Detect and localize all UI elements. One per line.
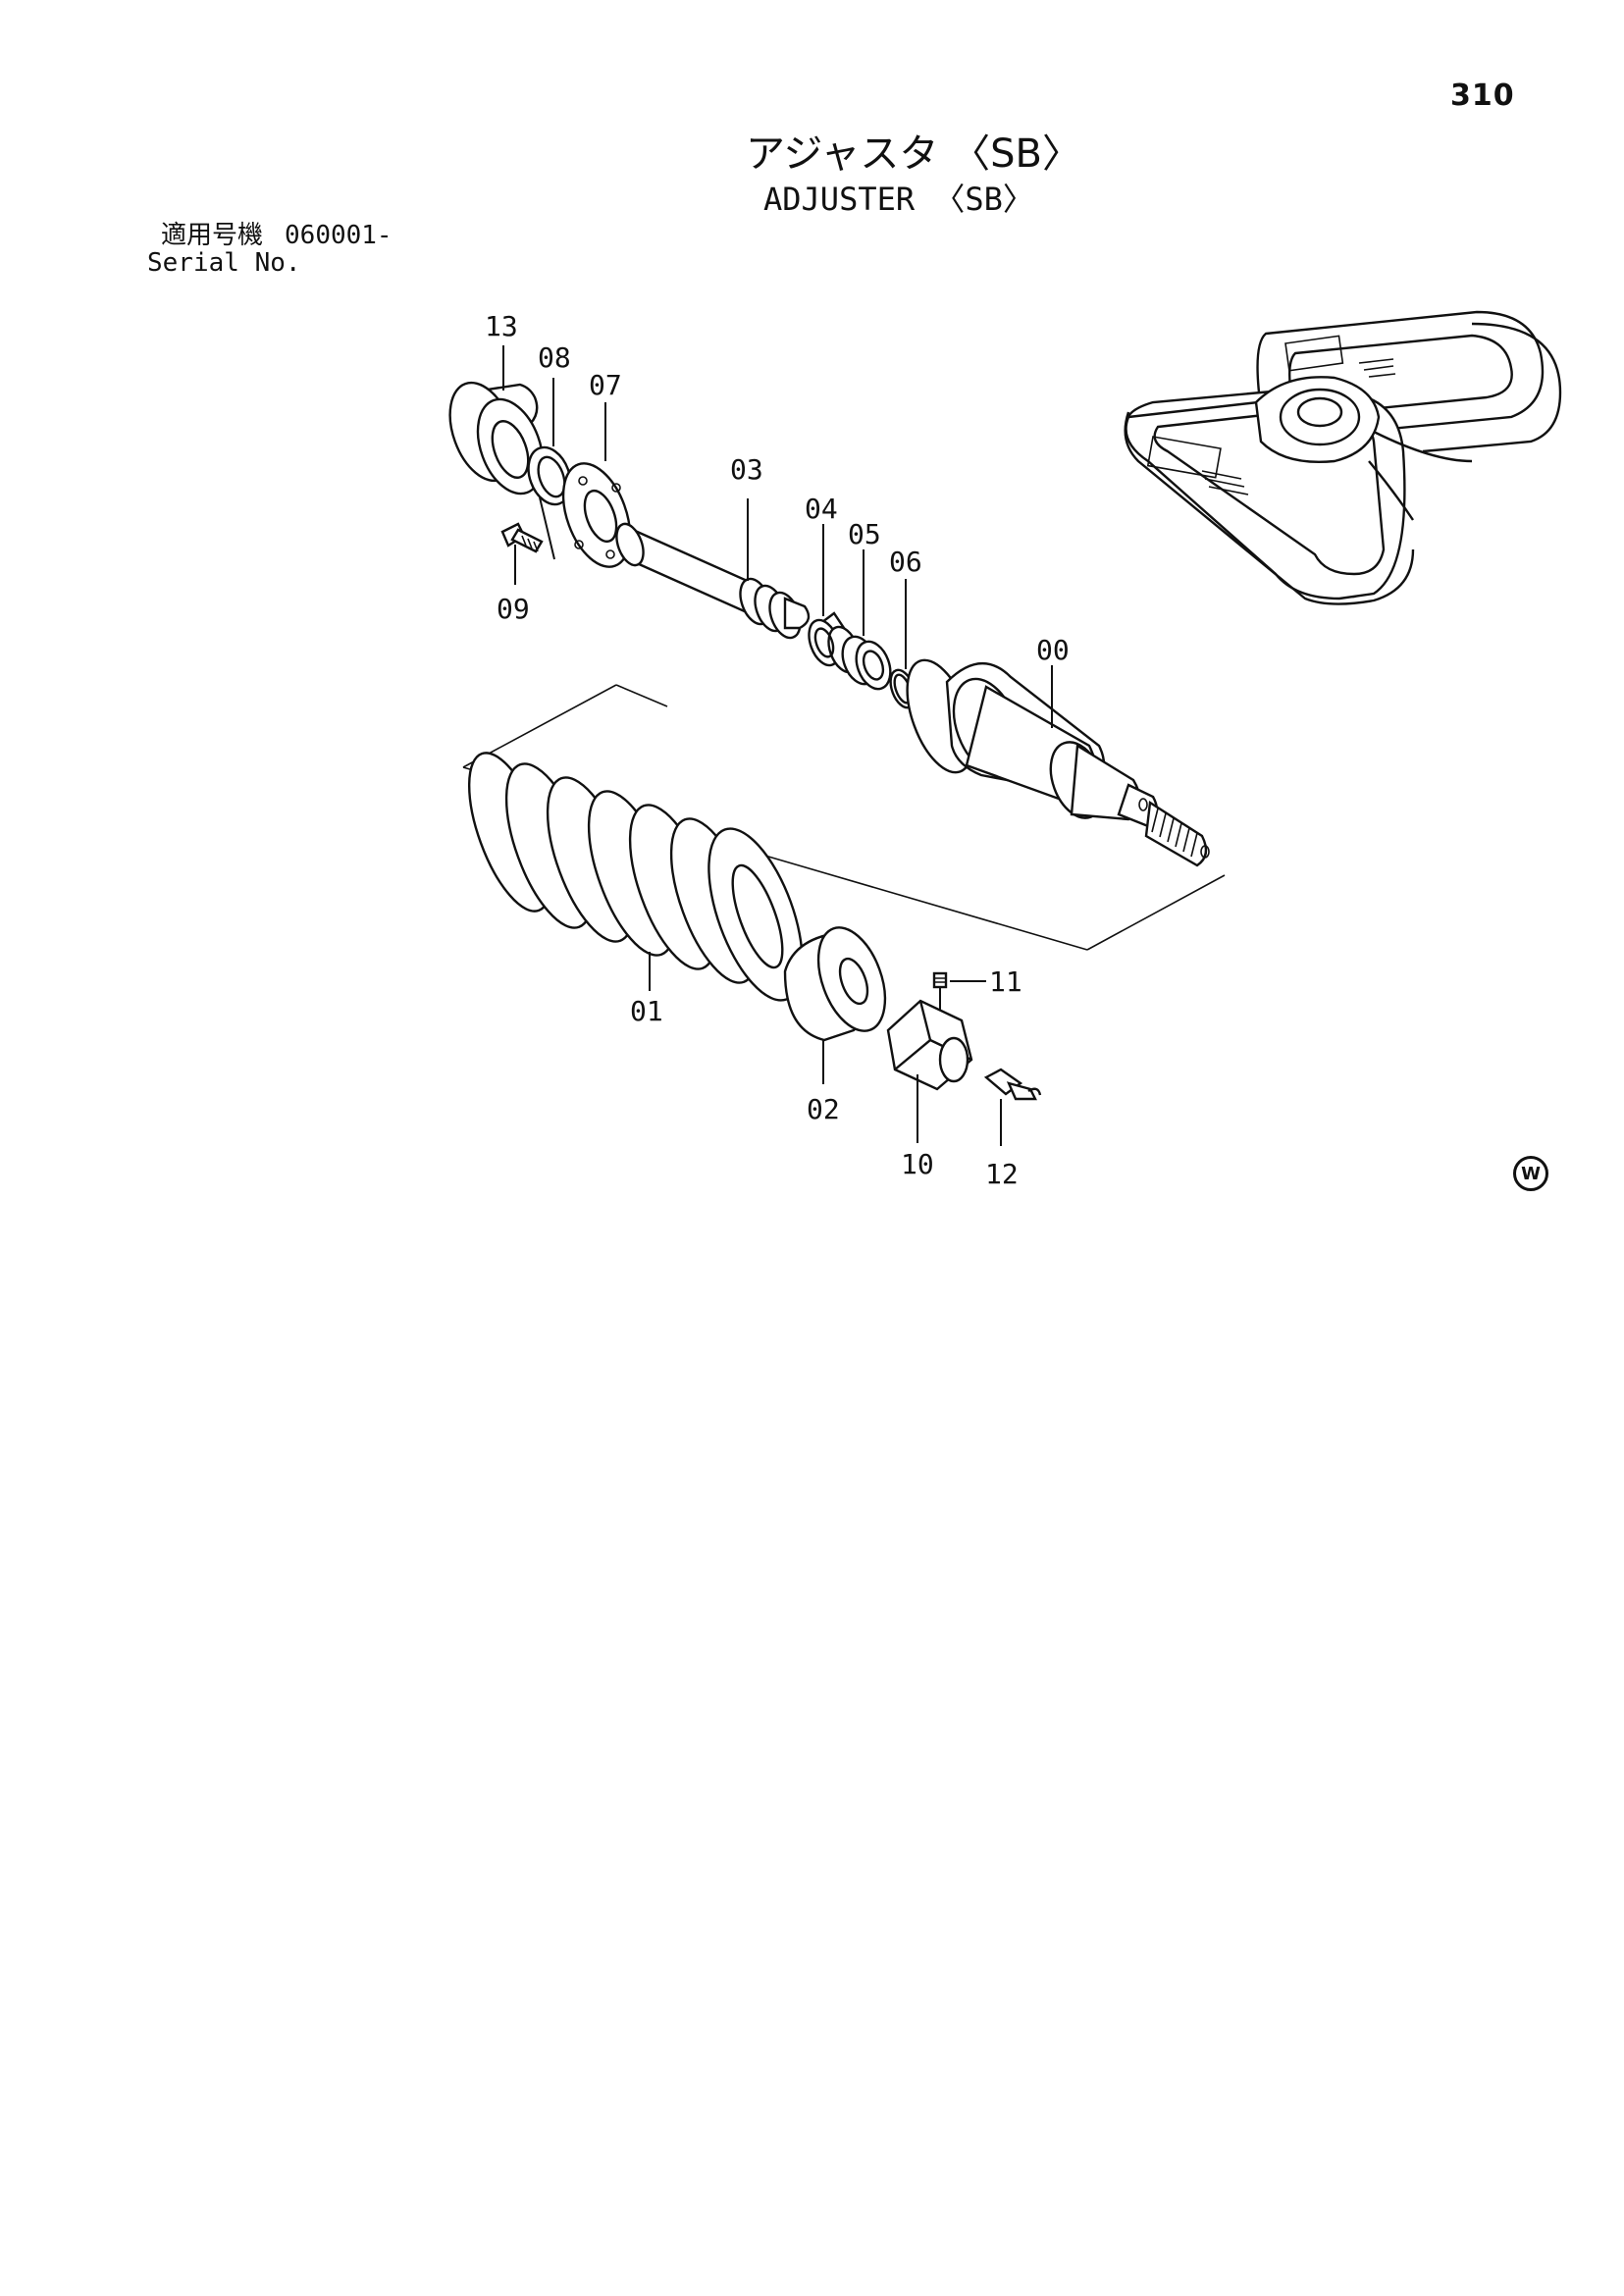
callout-01: 01 xyxy=(630,995,663,1027)
part-11-grease-fitting xyxy=(932,971,948,1011)
part-02-spring-seat xyxy=(783,926,887,1042)
callout-06: 06 xyxy=(889,546,922,578)
callout-05: 05 xyxy=(848,518,881,550)
circled-w-mark-icon: W xyxy=(1513,1156,1548,1191)
part-01-spring xyxy=(467,752,804,1002)
track-frame-overview-icon xyxy=(1124,310,1562,605)
part-13-cap xyxy=(448,381,545,496)
callout-00: 00 xyxy=(1036,634,1070,666)
part-08-ring xyxy=(527,445,572,506)
part-09-bolt xyxy=(500,522,544,553)
callout-11: 11 xyxy=(989,965,1022,998)
part-12-valve xyxy=(983,1068,1042,1101)
page-number: 310 xyxy=(1450,78,1515,113)
callout-04: 04 xyxy=(805,493,838,525)
callout-02: 02 xyxy=(807,1093,840,1125)
callout-13: 13 xyxy=(485,310,518,342)
serial-value: 060001- xyxy=(285,221,393,250)
page-title-english: ADJUSTER 〈SB〉 xyxy=(763,181,1034,218)
serial-label-english: Serial No. xyxy=(147,248,301,278)
callout-08: 08 xyxy=(538,341,571,374)
callout-10: 10 xyxy=(901,1148,934,1180)
part-00-cylinder xyxy=(906,658,1210,867)
callout-12: 12 xyxy=(985,1158,1019,1190)
callout-07: 07 xyxy=(589,369,622,401)
callout-09: 09 xyxy=(497,593,530,625)
part-05-seal xyxy=(841,635,892,691)
page-title-japanese: アジャスタ 〈SB〉 xyxy=(746,131,1081,177)
part-07-flange xyxy=(561,462,632,568)
serial-label-japanese: 適用号機 xyxy=(161,221,264,250)
serial-row-japanese: 適用号機 060001- xyxy=(147,222,393,249)
callout-03: 03 xyxy=(730,453,763,486)
serial-number-block: 適用号機 060001- Serial No. xyxy=(147,222,393,277)
part-10-nut xyxy=(886,999,973,1091)
part-03-rod xyxy=(615,522,811,640)
